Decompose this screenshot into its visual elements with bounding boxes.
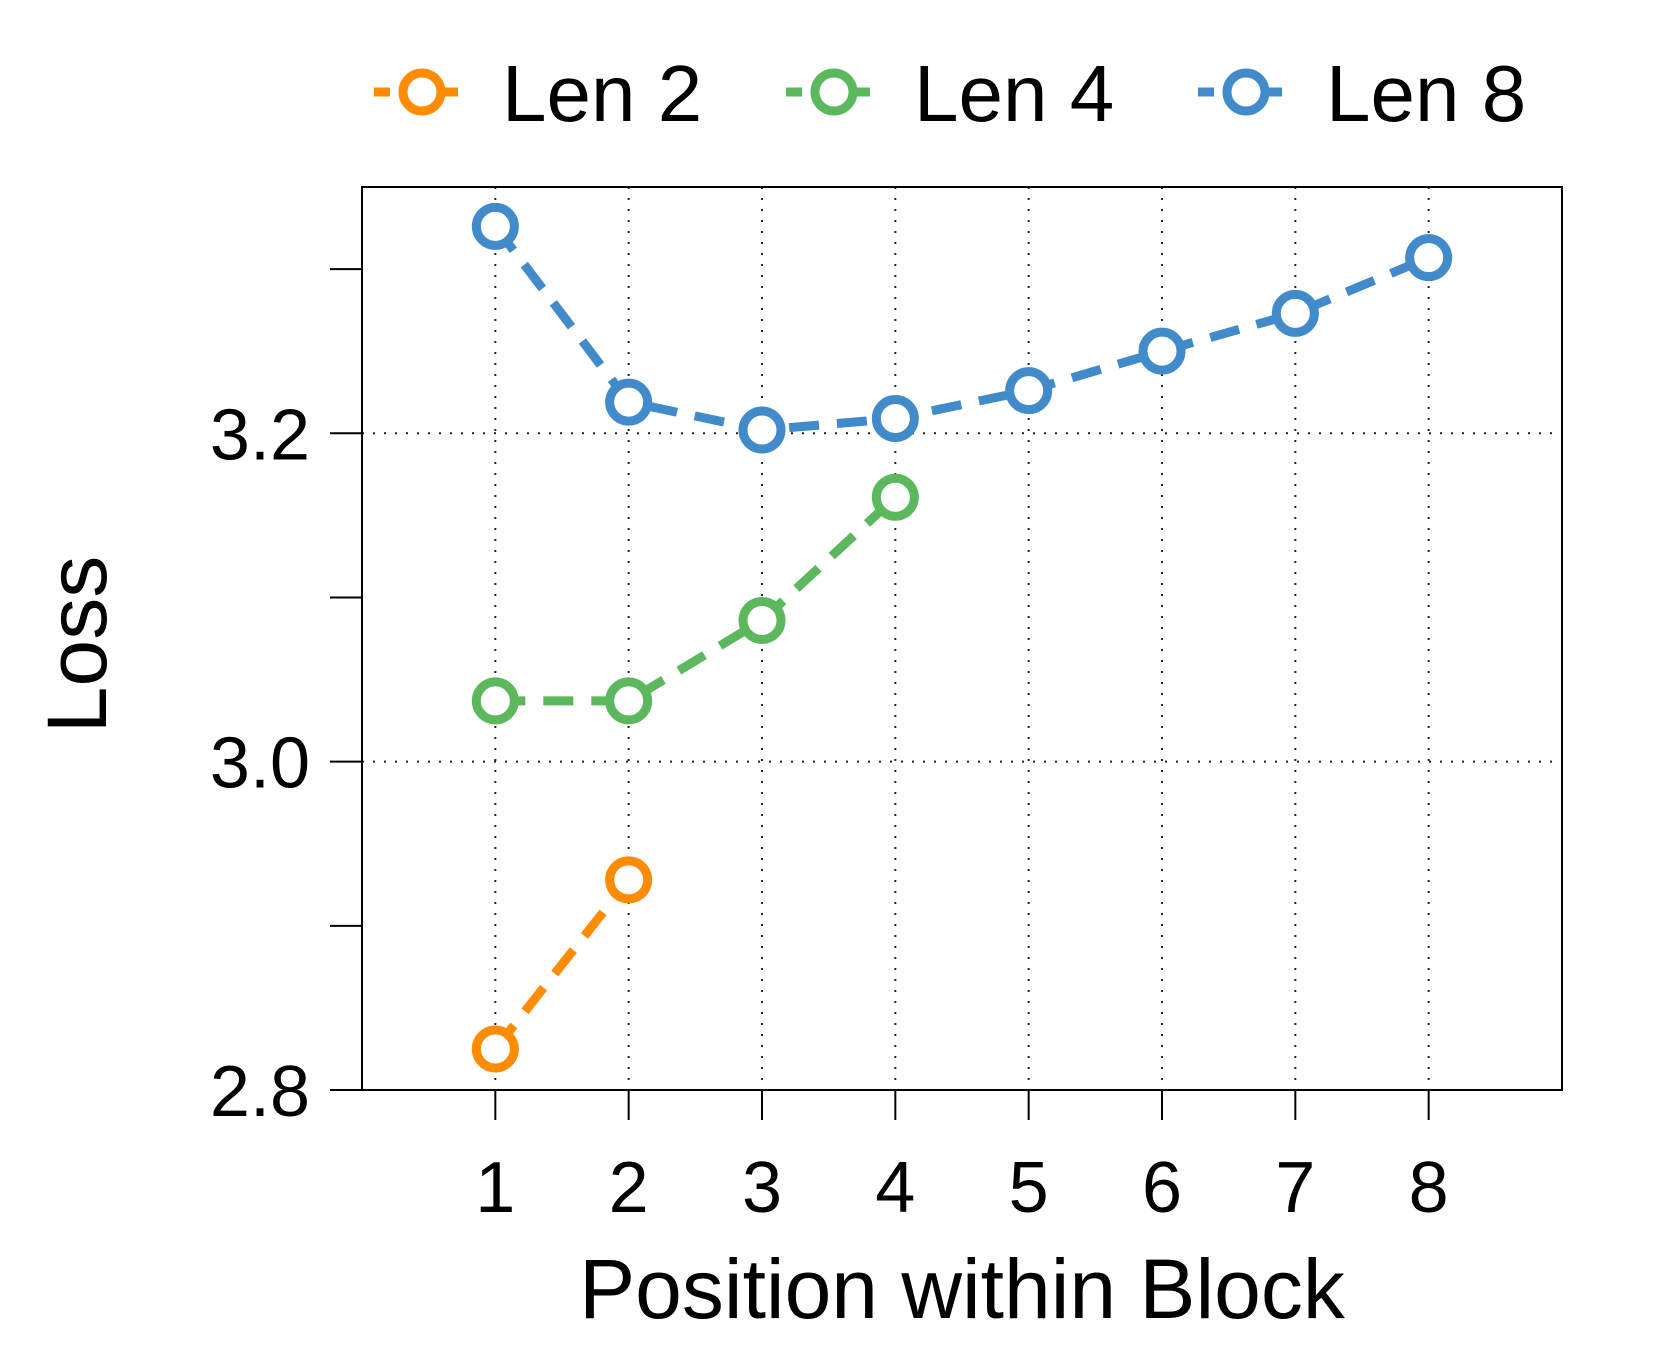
series-line [495,493,899,706]
data-point-marker [871,394,919,442]
data-point-marker [605,856,653,904]
x-tick-label: 6 [1142,1148,1182,1228]
data-point-marker [471,677,519,725]
legend-label: Len 2 [502,49,702,138]
series-len-8 [471,202,1453,454]
x-axis-title: Position within Block [579,1242,1346,1336]
series-line [491,877,633,1052]
y-axis-title: Loss [30,556,124,733]
data-point-marker [871,473,919,521]
y-tick-label: 3.2 [210,395,310,475]
legend: Len 2 Len 4 Len 8 [374,49,1526,138]
legend-item: Len 8 [1198,49,1526,138]
data-point-marker [471,1025,519,1073]
data-point-marker [1271,289,1319,337]
x-tick-label: 4 [875,1148,915,1228]
legend-item: Len 2 [374,49,702,138]
x-tick-label: 2 [609,1148,649,1228]
data-point-marker [605,677,653,725]
series-len-2 [471,856,653,1073]
y-axis: 2.8 3.0 3.2 [210,268,362,1132]
x-axis: 1 2 3 4 5 6 7 8 [475,1090,1449,1228]
data-point-marker [605,378,653,426]
data-point-marker [738,406,786,454]
y-tick-label: 3.0 [210,724,310,804]
legend-marker [398,68,446,116]
legend-marker [810,68,858,116]
grid [362,187,1562,1091]
legend-marker [1222,68,1270,116]
series-layer [471,202,1453,1073]
legend-label: Len 4 [914,49,1114,138]
plot-area-frame [361,186,1563,1091]
x-tick-label: 5 [1009,1148,1049,1228]
data-point-marker [1405,234,1453,282]
legend-label: Len 8 [1326,49,1526,138]
data-point-marker [738,596,786,644]
series-len-4 [471,473,919,725]
x-tick-label: 7 [1275,1148,1315,1228]
data-point-marker [471,202,519,250]
x-tick-label: 8 [1409,1148,1449,1228]
legend-item: Len 4 [786,49,1114,138]
x-tick-label: 3 [742,1148,782,1228]
data-point-marker [1138,327,1186,375]
data-point-marker [1005,367,1053,415]
x-tick-label: 1 [475,1148,515,1228]
y-tick-label: 2.8 [210,1052,310,1132]
